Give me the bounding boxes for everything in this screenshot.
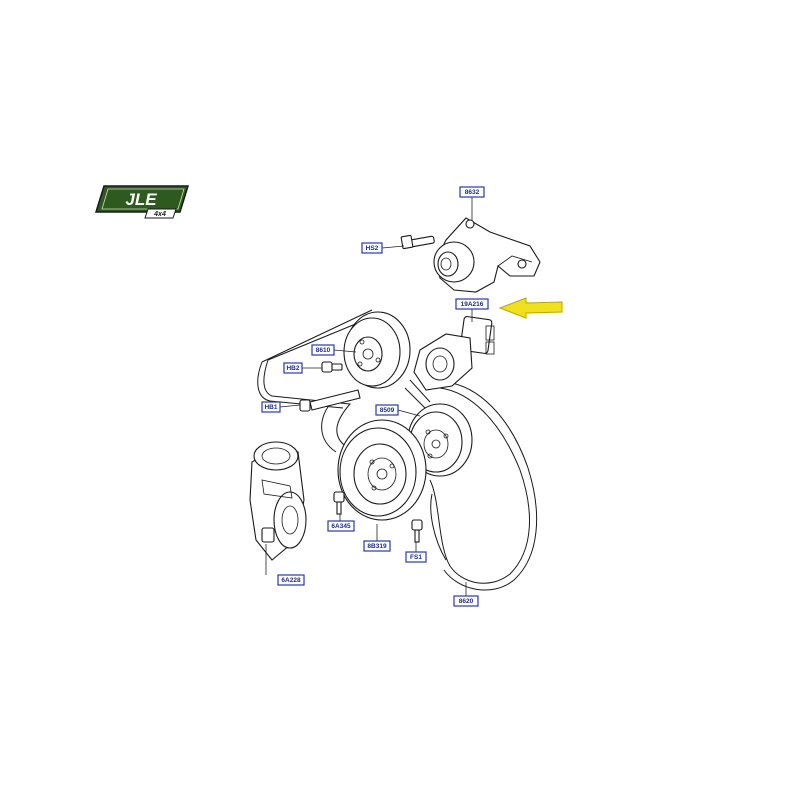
callout-label: HB1 <box>264 404 277 411</box>
callout-label: 8B319 <box>367 543 387 550</box>
logo-text: JLE <box>125 190 157 209</box>
highlight-arrow <box>498 297 563 319</box>
callout-fs1: FS1 <box>405 551 427 563</box>
bolt-hs2 <box>400 234 435 250</box>
callout-hb2: HB2 <box>283 362 303 374</box>
bolt-hb2 <box>321 361 343 373</box>
callout-label: HS2 <box>366 245 379 252</box>
crank-pulley-8b319 <box>337 419 427 521</box>
tensioner-6a228 <box>249 441 307 561</box>
callout-8620: 8620 <box>453 595 479 607</box>
callout-8509: 8509 <box>375 404 399 416</box>
callout-label: 6A228 <box>281 577 301 584</box>
callout-label: 6A345 <box>331 523 351 530</box>
callout-8632: 8632 <box>459 186 485 198</box>
callout-8610: 8610 <box>311 344 335 356</box>
leader-lines <box>265 197 473 596</box>
callout-6a228: 6A228 <box>277 574 305 586</box>
callout-8b319: 8B319 <box>363 540 391 552</box>
callout-label: FS1 <box>410 554 422 561</box>
callout-hb1: HB1 <box>261 401 281 413</box>
jle-logo: JLE 4x4 <box>94 185 190 219</box>
callout-label: 8632 <box>465 189 480 196</box>
bolt-fs1 <box>411 519 423 543</box>
bracket-8632 <box>433 217 541 293</box>
callout-label: HB2 <box>286 365 299 372</box>
tensioner-19a216 <box>413 316 495 391</box>
callout-label: 19A216 <box>461 301 484 308</box>
pulley-8610 <box>343 311 411 389</box>
bolt-hb1 <box>299 389 361 412</box>
logo-subtext: 4x4 <box>153 211 166 218</box>
callout-label: 8620 <box>459 598 474 605</box>
callout-19a216: 19A216 <box>455 298 489 310</box>
callout-label: 8610 <box>316 347 331 354</box>
drive-belt-8620 <box>257 309 538 591</box>
callout-label: 8509 <box>380 407 395 414</box>
bolt-6a345 <box>333 491 345 515</box>
callout-6a345: 6A345 <box>327 520 355 532</box>
callout-hs2: HS2 <box>361 242 383 254</box>
